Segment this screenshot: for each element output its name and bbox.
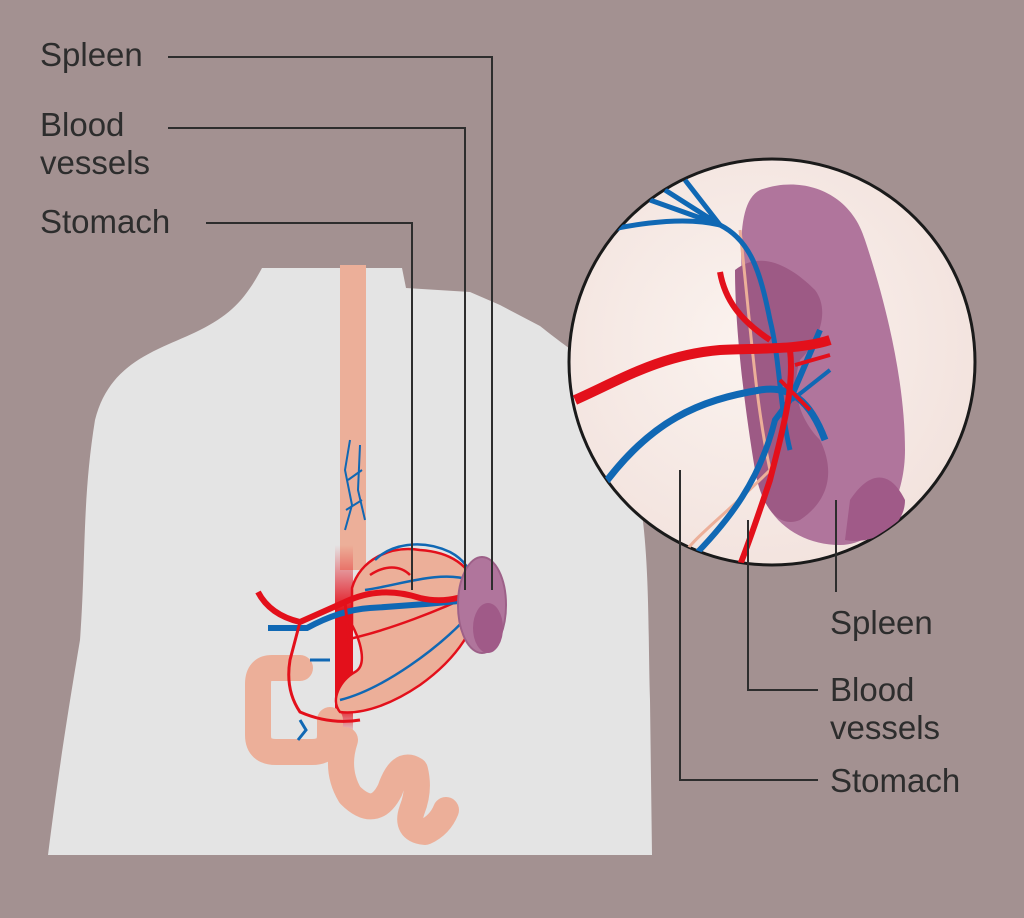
label-spleen-left: Spleen [40,36,143,73]
label-spleen-right: Spleen [830,604,933,641]
duodenum [245,655,343,765]
esophagus [340,265,366,570]
splenic-artery [255,587,480,626]
leader-lines [168,56,837,781]
label-stomach-left: Stomach [40,203,171,240]
small-intestine [328,727,459,845]
label-blood-vessels-left: Blood vessels [40,106,151,181]
label-blood-vessels-right: Blood vessels [830,671,941,746]
label-stomach-right: Stomach [830,762,961,799]
artery-large [572,335,832,405]
